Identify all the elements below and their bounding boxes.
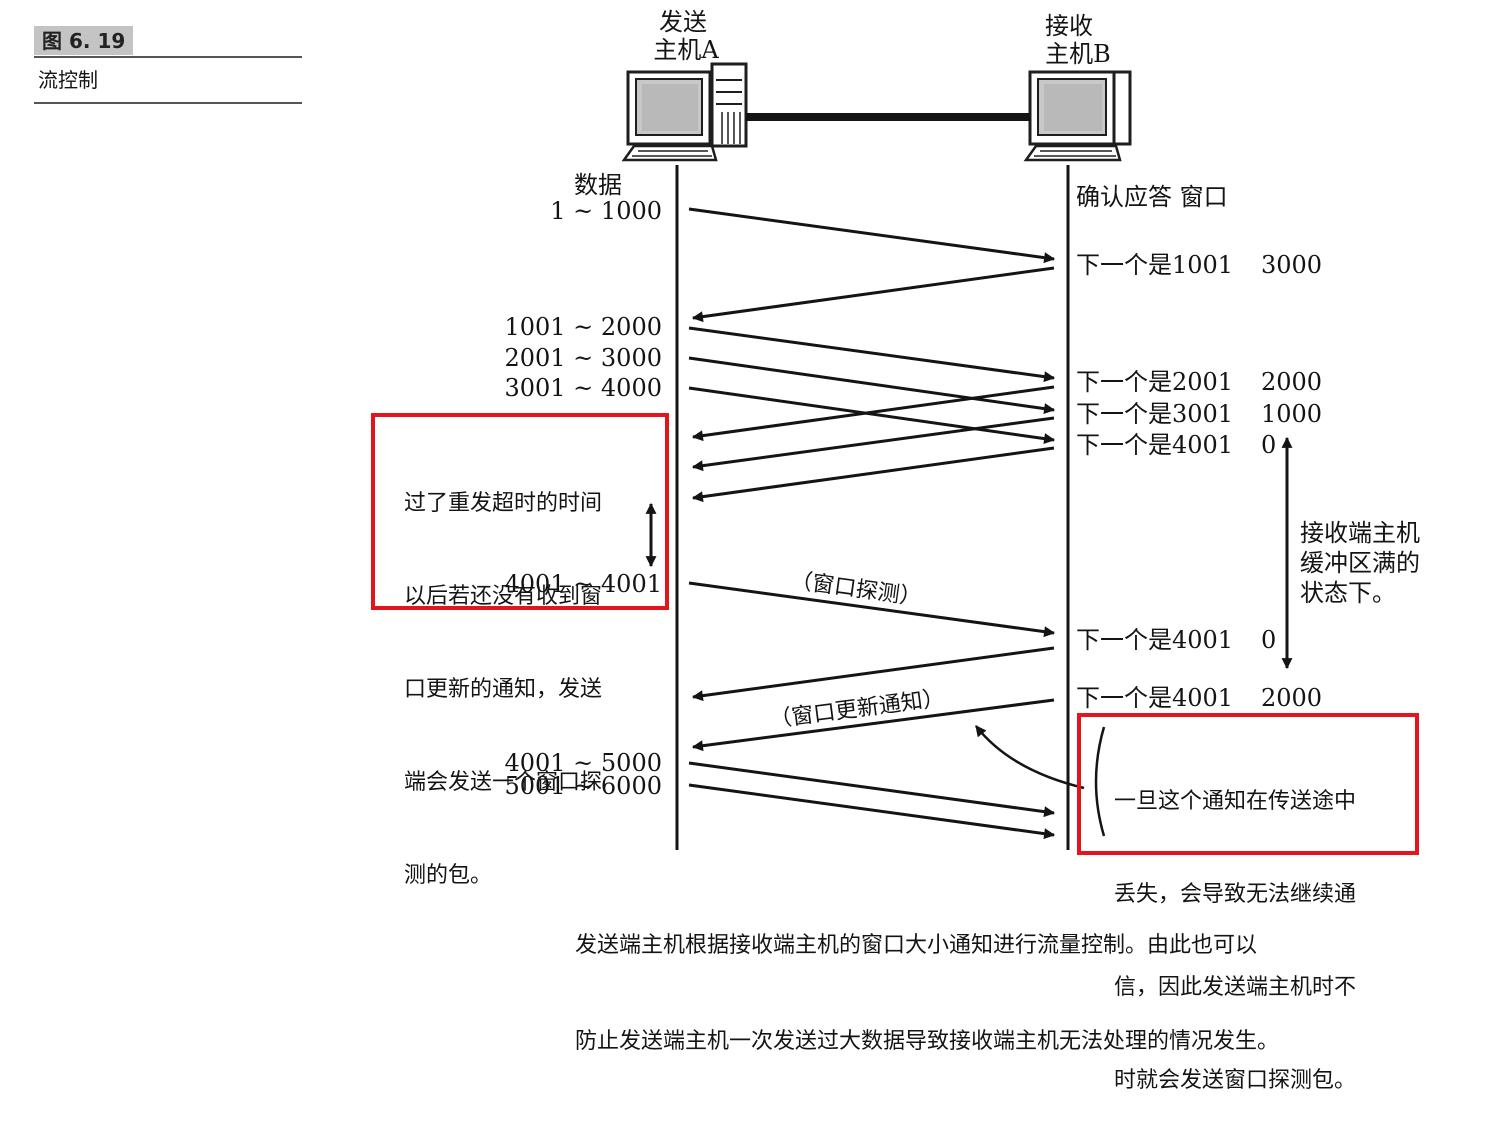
sender-host-label-line1: 发送 [659, 8, 707, 36]
sender-seq-label: 1001 ~ 2000 [504, 313, 662, 341]
ack-arrow [691, 385, 1055, 442]
sender-computer-icon [621, 62, 748, 162]
ack-label: 下一个是4001 [1076, 626, 1233, 654]
ack-label: 下一个是2001 [1076, 368, 1233, 396]
ack-label: 下一个是4001 [1076, 684, 1233, 712]
buffer-full-note-line: 缓冲区满的 [1300, 549, 1420, 577]
ack-arrow [691, 446, 1055, 503]
ack-window-column-header: 确认应答 窗口 [1076, 183, 1228, 211]
ack-arrow [691, 266, 1055, 323]
ack-label: 下一个是1001 [1076, 251, 1233, 279]
pointer-curve-arrow [975, 725, 1085, 790]
figure-title: 流控制 [38, 68, 98, 92]
window-size-label: 0 [1261, 431, 1276, 459]
note-line: 测的包。 [404, 863, 493, 888]
update-loss-note-box [1077, 713, 1419, 855]
sender-seq-label: 4001 ~ 5000 [504, 749, 662, 777]
note-line: 一旦这个通知在传送途中 [1114, 789, 1357, 814]
buffer-full-note-line: 状态下。 [1300, 579, 1396, 607]
window-size-label: 2000 [1261, 368, 1322, 396]
note-line: 口更新的通知，发送 [404, 677, 603, 702]
ack-arrow [691, 416, 1055, 472]
ack-label: 下一个是3001 [1076, 400, 1233, 428]
figure-header: 图 6. 19 流控制 [34, 26, 302, 104]
sender-seq-label: 4001 ~ 4001 [504, 570, 662, 598]
receiver-host-label-line2: 主机B [1045, 40, 1111, 68]
note-line: 丢失，会导致无法继续通 [1114, 882, 1357, 907]
header-divider [34, 102, 302, 104]
data-segment-arrow [688, 207, 1056, 264]
sender-host-label-line2: 主机A [653, 36, 719, 64]
data-column-header: 数据 [574, 171, 622, 199]
note-line: 端会发送一个窗口探 [404, 770, 603, 795]
window-size-label: 0 [1261, 626, 1276, 654]
note-bracket [1094, 726, 1106, 837]
sender-seq-label: 2001 ~ 3000 [504, 344, 662, 372]
figure-caption: 发送端主机根据接收端主机的窗口大小通知进行流量控制。由此也可以 防止发送端主机一… [575, 866, 1279, 1090]
caption-line: 防止发送端主机一次发送过大数据导致接收端主机无法处理的情况发生。 [575, 1029, 1280, 1054]
window-probe-arrow [688, 581, 1056, 638]
note-line: 以后若还没有收到窗 [404, 584, 603, 609]
ack-arrow [691, 646, 1055, 702]
window-size-label: 2000 [1261, 684, 1322, 712]
data-segment-arrow [688, 326, 1056, 383]
sender-seq-label: 3001 ~ 4000 [504, 374, 662, 402]
window-probe-note-box [371, 413, 669, 610]
window-size-label: 3000 [1261, 251, 1322, 279]
header-divider [34, 56, 302, 58]
window-size-label: 1000 [1261, 400, 1322, 428]
sender-seq-label: 1 ~ 1000 [550, 197, 662, 225]
flow-control-diagram: 发送 主机A 接收 主机B 数据 确认应答 窗口 1 ~ 1000 10 [504, 8, 1420, 850]
caption-line: 发送端主机根据接收端主机的窗口大小通知进行流量控制。由此也可以 [575, 933, 1258, 958]
data-segment-arrow [688, 386, 1056, 445]
window-update-arrow [691, 698, 1055, 752]
receiver-computer-icon [1023, 70, 1132, 162]
data-segment-arrow [688, 761, 1056, 818]
buffer-full-note-line: 接收端主机 [1300, 519, 1420, 547]
window-probe-note-text: 过了重发超时的时间 以后若还没有收到窗 口更新的通知，发送 端会发送一个窗口探 … [404, 426, 602, 922]
data-segment-arrow [688, 356, 1056, 415]
ack-label: 下一个是4001 [1076, 431, 1233, 459]
data-segment-arrow [688, 783, 1056, 840]
figure-number: 图 6. 19 [34, 26, 134, 55]
receiver-host-label-line1: 接收 [1045, 12, 1093, 40]
sender-seq-label: 5001 ~ 6000 [504, 772, 662, 800]
note-line: 过了重发超时的时间 [404, 491, 603, 516]
